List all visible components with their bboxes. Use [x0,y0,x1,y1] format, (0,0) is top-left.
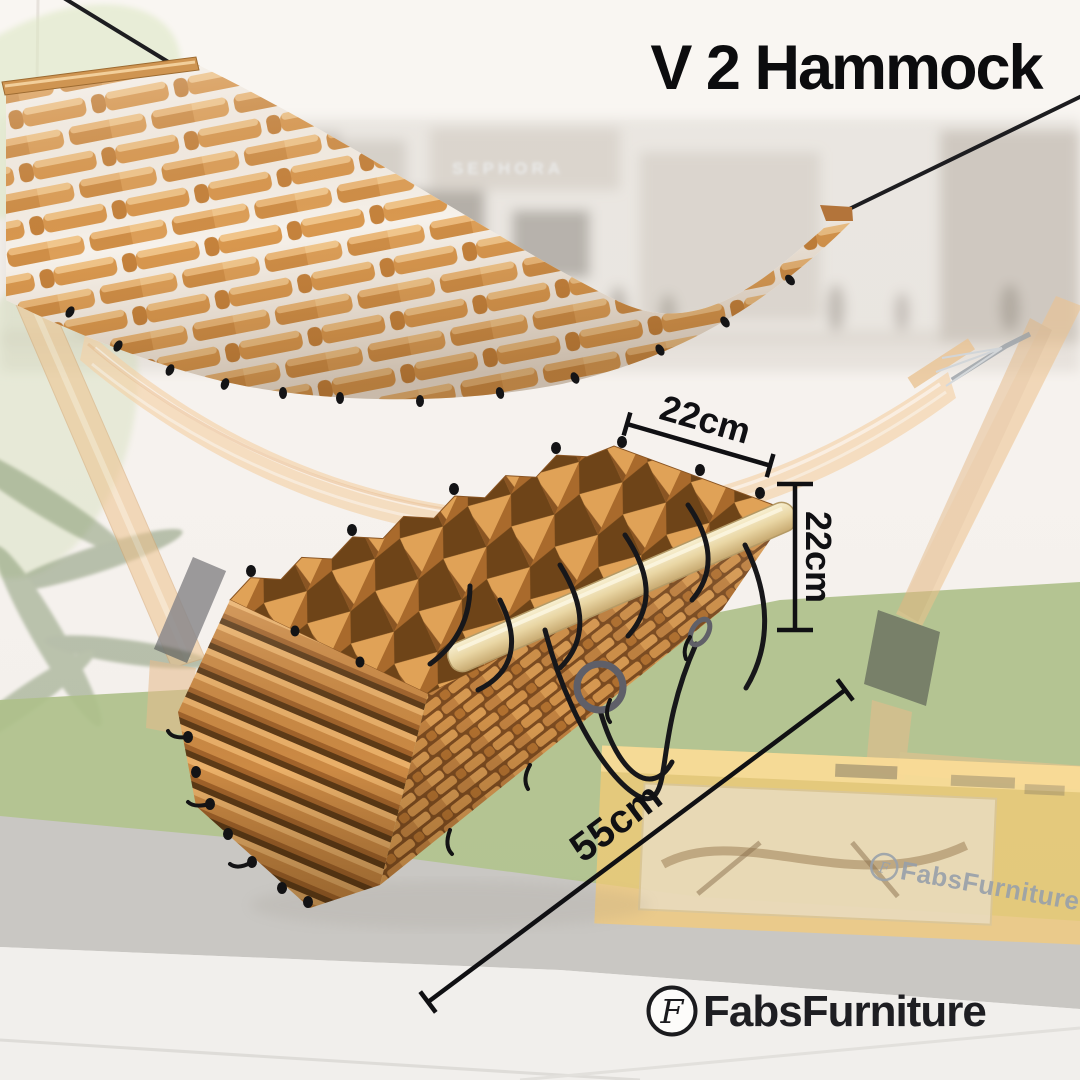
dimension-tick [764,453,776,478]
brand-logo: F FabsFurniture [646,985,987,1037]
stand-right-bracket [864,610,940,706]
box-watermark-monogram-icon [870,852,899,882]
display-hammock-spreader [907,338,976,389]
product-box: F FabsFurniture [594,745,1080,945]
dimension-height: 22cm [777,481,839,633]
box-photo-panel [637,782,998,926]
floor-seam [519,1026,1080,1080]
brand-monogram: F [660,992,685,1031]
hammock-stand [13,291,1080,790]
suspension-rope-left [63,0,172,65]
stand-right-beam [896,296,1080,626]
hammock-shading [6,64,853,400]
dimension-height-label: 22cm [798,511,839,603]
storefront-sign-text: SEPHORA [452,159,564,178]
bundle-top-face [229,445,792,695]
box-print-mark [834,763,898,780]
carabiner-clip [687,616,713,648]
tile-floor [0,947,1080,1080]
bundle-ropes [427,502,768,802]
dimension-tick [835,678,855,702]
bundle-knot-tails [166,635,692,869]
stand-right-beam [898,318,1052,622]
stand-left-bracket [153,556,227,664]
dimension-tick [418,990,438,1014]
dimension-tick [621,411,633,437]
box-watermark-monogram: F [876,858,891,878]
box-print-mark [950,774,1016,789]
brand-monogram-icon [646,985,698,1037]
rope-knots [65,274,795,407]
dimension-line [426,688,847,1004]
page-title: V 2 Hammock [650,33,1044,103]
hammock-photo [1,0,1080,407]
suspension-rope-right [840,94,1080,215]
floor-seam [0,1038,641,1080]
dimension-line [626,421,771,468]
box-top-strip [600,745,1080,794]
box-print-mark [1024,784,1065,796]
display-hammock [70,294,1032,541]
box-photo-hammock [660,841,969,870]
folded-hammock [166,436,798,908]
brand-name: FabsFurniture [703,987,986,1036]
metal-ring [573,660,627,714]
hammock-right-tip [820,205,853,221]
